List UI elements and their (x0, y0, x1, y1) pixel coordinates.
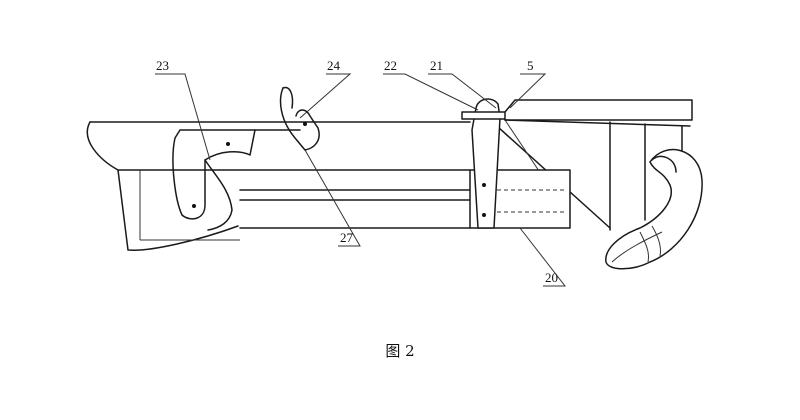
hook-bracket-23 (172, 129, 256, 231)
label-24: 24 (327, 58, 341, 73)
top-plate-5 (504, 99, 693, 231)
grip-handle (605, 148, 703, 270)
latch-24 (254, 86, 320, 151)
label-5: 5 (527, 58, 534, 73)
main-frame (86, 121, 471, 251)
label-21: 21 (430, 58, 443, 73)
figure-caption: 图 2 (385, 342, 415, 360)
label-22: 22 (384, 58, 397, 73)
label-20: 20 (545, 270, 558, 285)
label-27: 27 (340, 230, 354, 245)
leader-lines (155, 73, 567, 287)
clamp-21-22 (461, 98, 509, 229)
label-23: 23 (156, 58, 169, 73)
